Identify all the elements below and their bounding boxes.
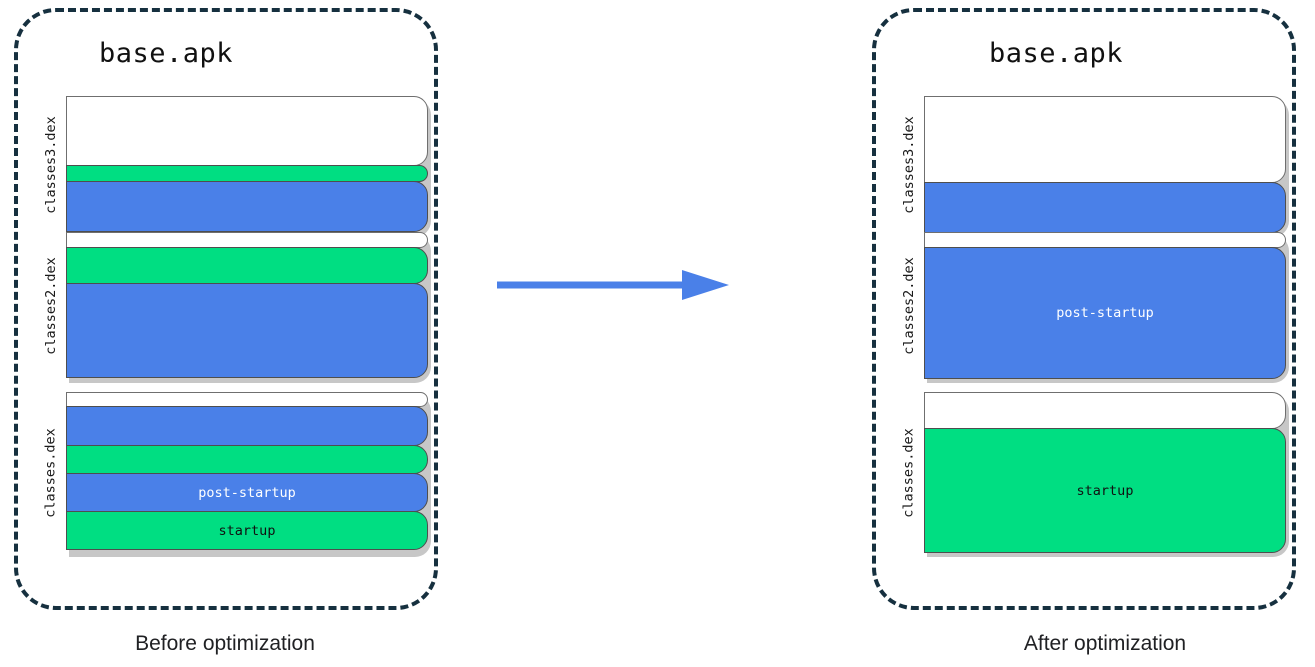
dex-slice-empty (924, 96, 1286, 183)
dex-slice-startup (66, 445, 428, 475)
dex-slice-empty (66, 232, 428, 249)
dex-slice-stack: post-startup (924, 232, 1289, 383)
dex-file-label-text: classes2.dex (43, 257, 60, 355)
dex-slice-startup: startup (924, 428, 1286, 553)
dex-slice-stack: post-startup startup (66, 392, 431, 557)
caption-after: After optimization (1023, 632, 1187, 655)
dex-slice-label: startup (218, 522, 276, 539)
dex-file-classes-dex: classes.dex startup (894, 392, 1289, 557)
caption-before: Before optimization (135, 632, 315, 655)
dex-slice-startup: startup (66, 511, 428, 550)
dex-slice-post: post-startup (924, 247, 1286, 379)
dex-file-label-text: classes.dex (43, 428, 59, 518)
dex-slice-post (924, 181, 1286, 233)
dex-file-classes2-dex: classes2.dex (36, 232, 431, 383)
dex-slice-empty (66, 392, 428, 407)
dex-slice-label: post-startup (198, 484, 296, 501)
dex-slice-empty (66, 96, 428, 167)
dex-file-label-text: classes.dex (901, 428, 917, 518)
dex-file-classes2-dex: classes2.dex post-startup (894, 232, 1289, 383)
dex-slice-stack (66, 96, 431, 237)
dex-slice-stack (924, 96, 1289, 237)
apk-title-after: base.apk (988, 38, 1124, 69)
dex-slice-empty (924, 392, 1286, 430)
dex-slice-label: post-startup (1056, 305, 1154, 322)
arrow-icon (497, 270, 729, 300)
dex-file-label-text: classes2.dex (901, 257, 918, 355)
dex-file-label: classes.dex (36, 392, 66, 554)
dex-file-label: classes3.dex (894, 96, 924, 234)
dex-slice-empty (924, 232, 1286, 249)
dex-slice-post: post-startup (66, 473, 428, 513)
dex-file-label: classes.dex (894, 392, 924, 554)
dex-slice-post (66, 283, 428, 378)
dex-slice-stack: startup (924, 392, 1289, 557)
dex-file-label-text: classes3.dex (43, 116, 60, 214)
dex-file-label-text: classes3.dex (901, 116, 918, 214)
dex-slice-startup (66, 247, 428, 285)
dex-file-label: classes2.dex (36, 232, 66, 380)
dex-slice-stack (66, 232, 431, 383)
dex-slice-post (66, 405, 428, 447)
dex-file-classes3-dex: classes3.dex (36, 96, 431, 237)
dex-file-label: classes2.dex (894, 232, 924, 380)
transformation-arrow (497, 265, 729, 305)
dex-file-label: classes3.dex (36, 96, 66, 234)
dex-slice-label: startup (1076, 482, 1134, 499)
dex-file-classes-dex: classes.dex post-startup startup (36, 392, 431, 557)
apk-title-before: base.apk (98, 38, 234, 69)
dex-file-classes3-dex: classes3.dex (894, 96, 1289, 237)
dex-slice-startup (66, 165, 428, 182)
dex-slice-post (66, 180, 428, 232)
